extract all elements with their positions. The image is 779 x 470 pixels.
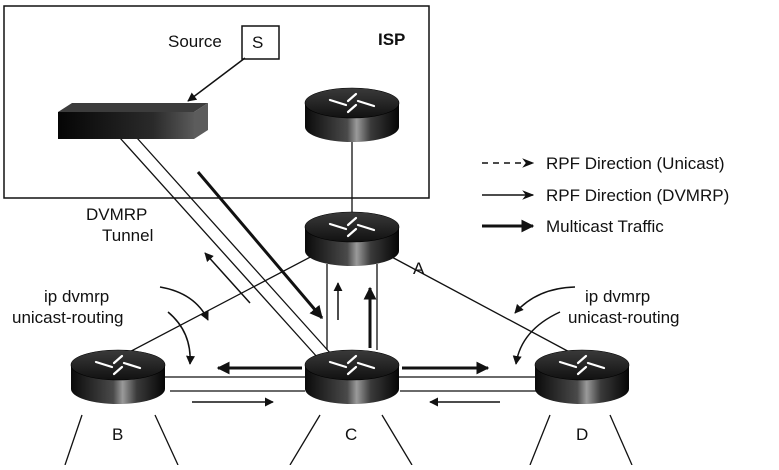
- isp-label: ISP: [378, 30, 405, 49]
- source-host-letter: S: [252, 33, 263, 52]
- tunnel-label-line1: DVMRP: [86, 205, 147, 224]
- tunnel-label-line2: Tunnel: [102, 226, 153, 245]
- rpf-dvmrp-arrow-c-to-tunnel: [204, 252, 251, 304]
- link-a-d: [387, 254, 576, 356]
- source-to-hub-arrow: [187, 57, 246, 102]
- legend: RPF Direction (Unicast) RPF Direction (D…: [482, 154, 729, 236]
- router-d: [534, 349, 630, 404]
- left-annotation-arrow-to-link: [159, 286, 209, 321]
- router-c-label: C: [345, 425, 357, 444]
- router-b-label: B: [112, 425, 123, 444]
- right-annotation-line2: unicast-routing: [568, 308, 680, 327]
- right-annotation-arrow-to-d: [512, 311, 561, 365]
- source-label: Source: [168, 32, 222, 51]
- legend-unicast-label: RPF Direction (Unicast): [546, 154, 725, 173]
- legend-multicast-label: Multicast Traffic: [546, 217, 664, 236]
- network-links: [64, 137, 633, 466]
- right-annotation-arrow-to-link: [514, 286, 576, 314]
- tunnel-line-2: [136, 137, 333, 356]
- left-annotation-arrow-to-b: [167, 311, 195, 365]
- legend-dvmrp-label: RPF Direction (DVMRP): [546, 186, 729, 205]
- isp-switch: [58, 103, 208, 139]
- tunnel-line-1: [119, 137, 319, 359]
- c-downlink-left: [289, 414, 321, 466]
- router-a: [304, 211, 400, 266]
- router-isp: [304, 87, 400, 142]
- router-a-label: A: [413, 259, 425, 278]
- left-annotation-line2: unicast-routing: [12, 308, 124, 327]
- left-annotation-line1: ip dvmrp: [44, 287, 109, 306]
- c-downlink-right: [381, 414, 413, 466]
- router-b: [70, 349, 166, 404]
- b-downlink-left: [64, 414, 83, 466]
- multicast-arrow-tunnel-to-c: [196, 171, 324, 319]
- link-a-b: [117, 252, 319, 359]
- b-downlink-right: [154, 414, 179, 466]
- d-downlink-left: [529, 414, 551, 466]
- router-d-label: D: [576, 425, 588, 444]
- d-downlink-right: [609, 414, 633, 466]
- source-host-box: [241, 25, 280, 60]
- router-c: [304, 349, 400, 404]
- right-annotation-line1: ip dvmrp: [585, 287, 650, 306]
